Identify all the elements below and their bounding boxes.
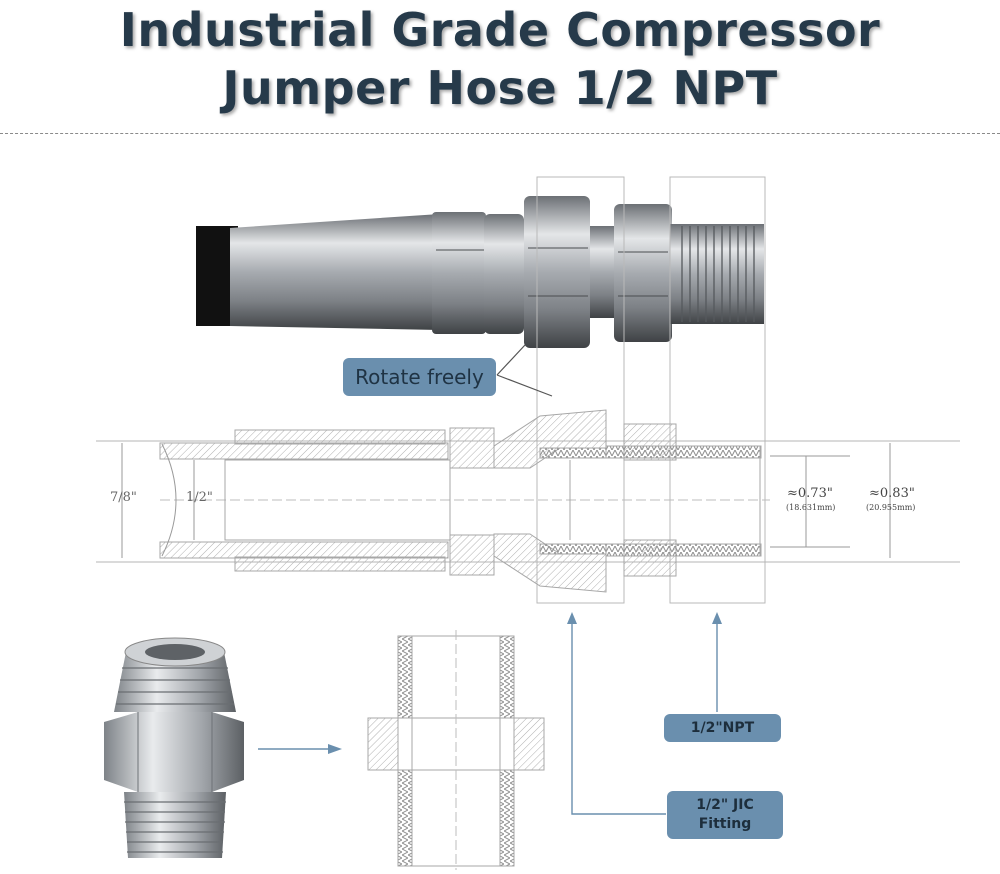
callout-lines (258, 612, 722, 815)
title-line-2: Jumper Hose 1/2 NPT (222, 61, 778, 115)
rotate-freely-label: Rotate freely (343, 358, 496, 396)
inner-diameter-label: 1/2" (186, 490, 213, 505)
jic-fitting-drawing (367, 630, 545, 870)
rotate-pointer (496, 344, 553, 397)
jic-label-line-2: Fitting (698, 816, 752, 832)
hose-fitting-photo (196, 196, 764, 348)
thread-minor-diameter-mm: (18.631mm) (786, 503, 836, 512)
jic-label-line-1: 1/2" JIC (696, 797, 754, 813)
npt-label: 1/2"NPT (664, 714, 781, 742)
title-line-1: Industrial Grade Compressor (119, 3, 881, 57)
jic-fitting-photo (104, 637, 244, 858)
jic-fitting-label: 1/2" JIC Fitting (667, 791, 783, 839)
thread-major-diameter: ≈0.83" (869, 486, 915, 501)
thread-major-diameter-mm: (20.955mm) (866, 503, 916, 512)
outer-diameter-label: 7/8" (110, 490, 137, 505)
cross-section-drawing (96, 409, 960, 593)
title-separator (0, 133, 1000, 134)
thread-minor-diameter: ≈0.73" (787, 486, 833, 501)
